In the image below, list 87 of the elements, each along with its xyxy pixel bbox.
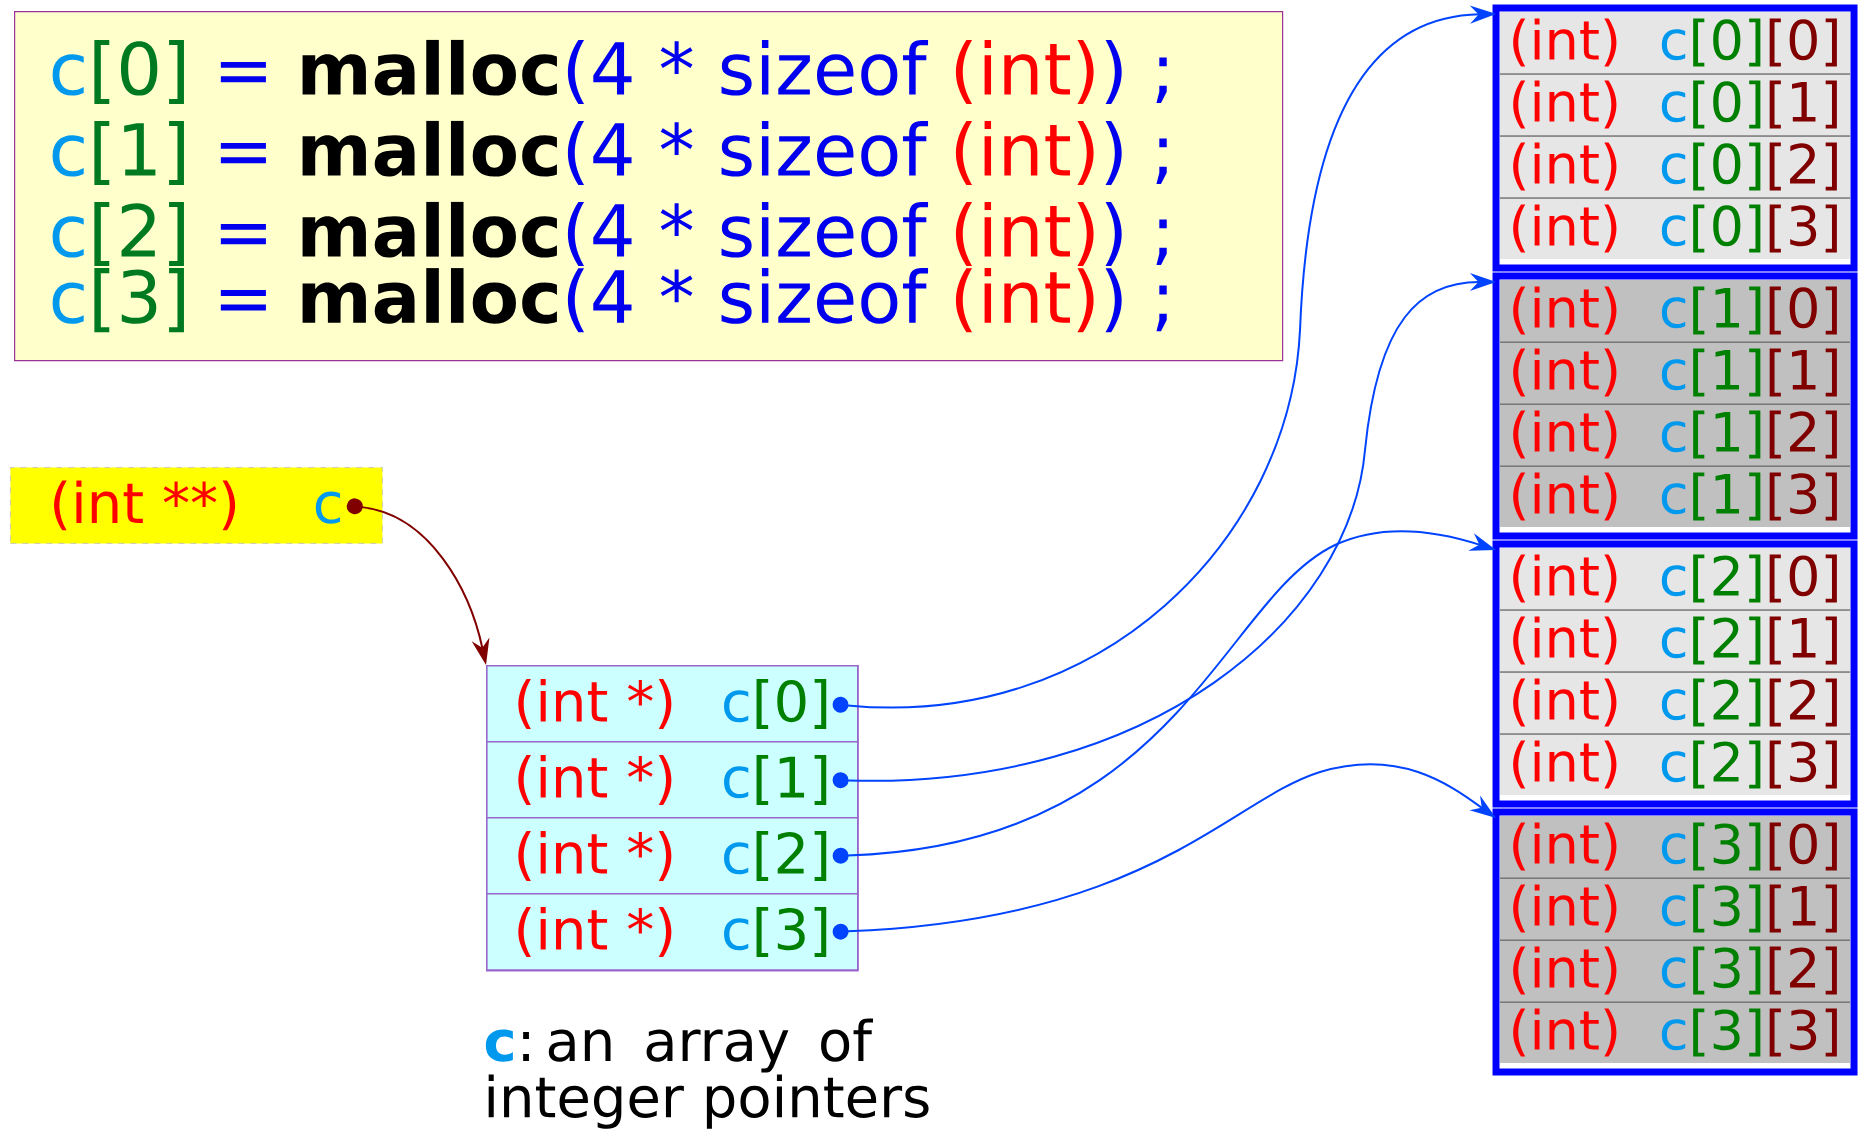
node-label: c <box>1661 91 1686 123</box>
node-label: [2] <box>1693 616 1761 665</box>
node-label: c <box>1661 565 1686 597</box>
node-label: [1] <box>1769 884 1837 933</box>
node-label: c <box>1661 215 1686 247</box>
memory-cell: (int) c[1] [2] <box>1500 404 1850 465</box>
memory-cell: (int) c[2] [2] <box>1500 672 1850 733</box>
node-label: (int) <box>1513 616 1617 665</box>
node-label: (int) <box>1513 822 1617 871</box>
code-box: c[0] = malloc(4 * sizeof (int) ) ; c[1] = malloc(4 * sizeof (int) ) ; c[2] = malloc(4 * sizeof (int) ) ; c[3] = malloc(4 * sizeof (int) ) ; <box>14 11 1284 362</box>
node-label: c <box>1661 359 1686 391</box>
node-label: [3] <box>1693 884 1761 933</box>
node-label: [0] <box>1693 80 1761 129</box>
node-label: c <box>1661 421 1686 453</box>
node-label: [1] <box>1693 348 1761 397</box>
memory-cell: (int) c[0] [1] <box>1500 74 1850 135</box>
memory-cell: (int) c[2] [0] <box>1500 548 1850 609</box>
node-label: c <box>1661 751 1686 783</box>
node-label: [1] <box>1769 616 1837 665</box>
node-label: [3] <box>1769 740 1837 789</box>
node-label: [2] <box>1693 554 1761 603</box>
node-label: (int) <box>1513 204 1617 253</box>
node-label: (int) <box>1513 884 1617 933</box>
node-label: [0] <box>1693 18 1761 67</box>
node-label: c <box>1661 957 1686 989</box>
node-label: (int) <box>1513 18 1617 67</box>
node-label: c <box>1661 297 1686 329</box>
memory-cell: (int) c[0] [0] <box>1500 12 1850 73</box>
node-label: (int) <box>1513 1008 1617 1057</box>
memory-block <box>1492 272 1858 540</box>
memory-cell: (int) c[3] [3] <box>1500 1002 1850 1063</box>
node-label: [3] <box>1693 946 1761 995</box>
node-label: c <box>1661 627 1686 659</box>
node-label: [0] <box>1769 822 1837 871</box>
node-label: c <box>1661 153 1686 185</box>
memory-cell: (int) c[3] [0] <box>1500 816 1850 877</box>
node-label: (int) <box>1513 80 1617 129</box>
node-label: [3] <box>1769 472 1837 521</box>
memory-cell: (int) c[1] [1] <box>1500 342 1850 403</box>
node-label: (int) <box>1513 142 1617 191</box>
node-label: (int) <box>1513 740 1617 789</box>
memory-block <box>1492 808 1858 1076</box>
node-label: (int) <box>1513 410 1617 459</box>
node-label: [1] <box>1693 286 1761 335</box>
node-label: (int) <box>1513 554 1617 603</box>
node-label: [2] <box>1693 740 1761 789</box>
node-label: [0] <box>1769 286 1837 335</box>
node-label: [0] <box>1769 554 1837 603</box>
node-label: [2] <box>1769 410 1837 459</box>
variable-box: (int **) c <box>10 467 383 544</box>
node-label: [0] <box>1693 204 1761 253</box>
caption: c : an array of integer pointers <box>485 1018 929 1129</box>
memory-block <box>1492 540 1858 808</box>
memory-cell: (int) c[2] [3] <box>1500 734 1850 795</box>
node-label: [1] <box>1693 410 1761 459</box>
node-label: [3] <box>1769 1008 1837 1057</box>
node-label: [2] <box>1769 142 1837 191</box>
node-label: [0] <box>1769 18 1837 67</box>
node-label: c <box>1661 29 1686 61</box>
memory-cell: (int) c[2] [1] <box>1500 610 1850 671</box>
node-label: [1] <box>1769 80 1837 129</box>
node-label: [1] <box>1693 472 1761 521</box>
node-label: c <box>1661 895 1686 927</box>
node-label: (int) <box>1513 286 1617 335</box>
node-label: [0] <box>1693 142 1761 191</box>
memory-cell: (int) c[3] [1] <box>1500 878 1850 939</box>
node-label: c <box>1661 483 1686 515</box>
node-label: [3] <box>1769 204 1837 253</box>
node-label: [2] <box>1769 678 1837 727</box>
node-label: (int) <box>1513 678 1617 727</box>
node-label: [2] <box>1693 678 1761 727</box>
node-label: [2] <box>1769 946 1837 995</box>
node-label: c <box>1661 689 1686 721</box>
memory-cell: (int) c[0] [2] <box>1500 136 1850 197</box>
node-label: c <box>1661 833 1686 865</box>
node-label: (int) <box>1513 946 1617 995</box>
node-label: (int) <box>1513 472 1617 521</box>
node-label: [3] <box>1693 822 1761 871</box>
node-label: c <box>1661 1019 1686 1051</box>
memory-cell: (int) c[1] [0] <box>1500 280 1850 341</box>
node-label: (int) <box>1513 348 1617 397</box>
memory-cell: (int) c[1] [3] <box>1500 466 1850 527</box>
memory-cell: (int) c[3] [2] <box>1500 940 1850 1001</box>
memory-block <box>1492 4 1858 272</box>
node-label: [3] <box>1693 1008 1761 1057</box>
memory-cell: (int) c[0] [3] <box>1500 198 1850 259</box>
node-label: [1] <box>1769 348 1837 397</box>
